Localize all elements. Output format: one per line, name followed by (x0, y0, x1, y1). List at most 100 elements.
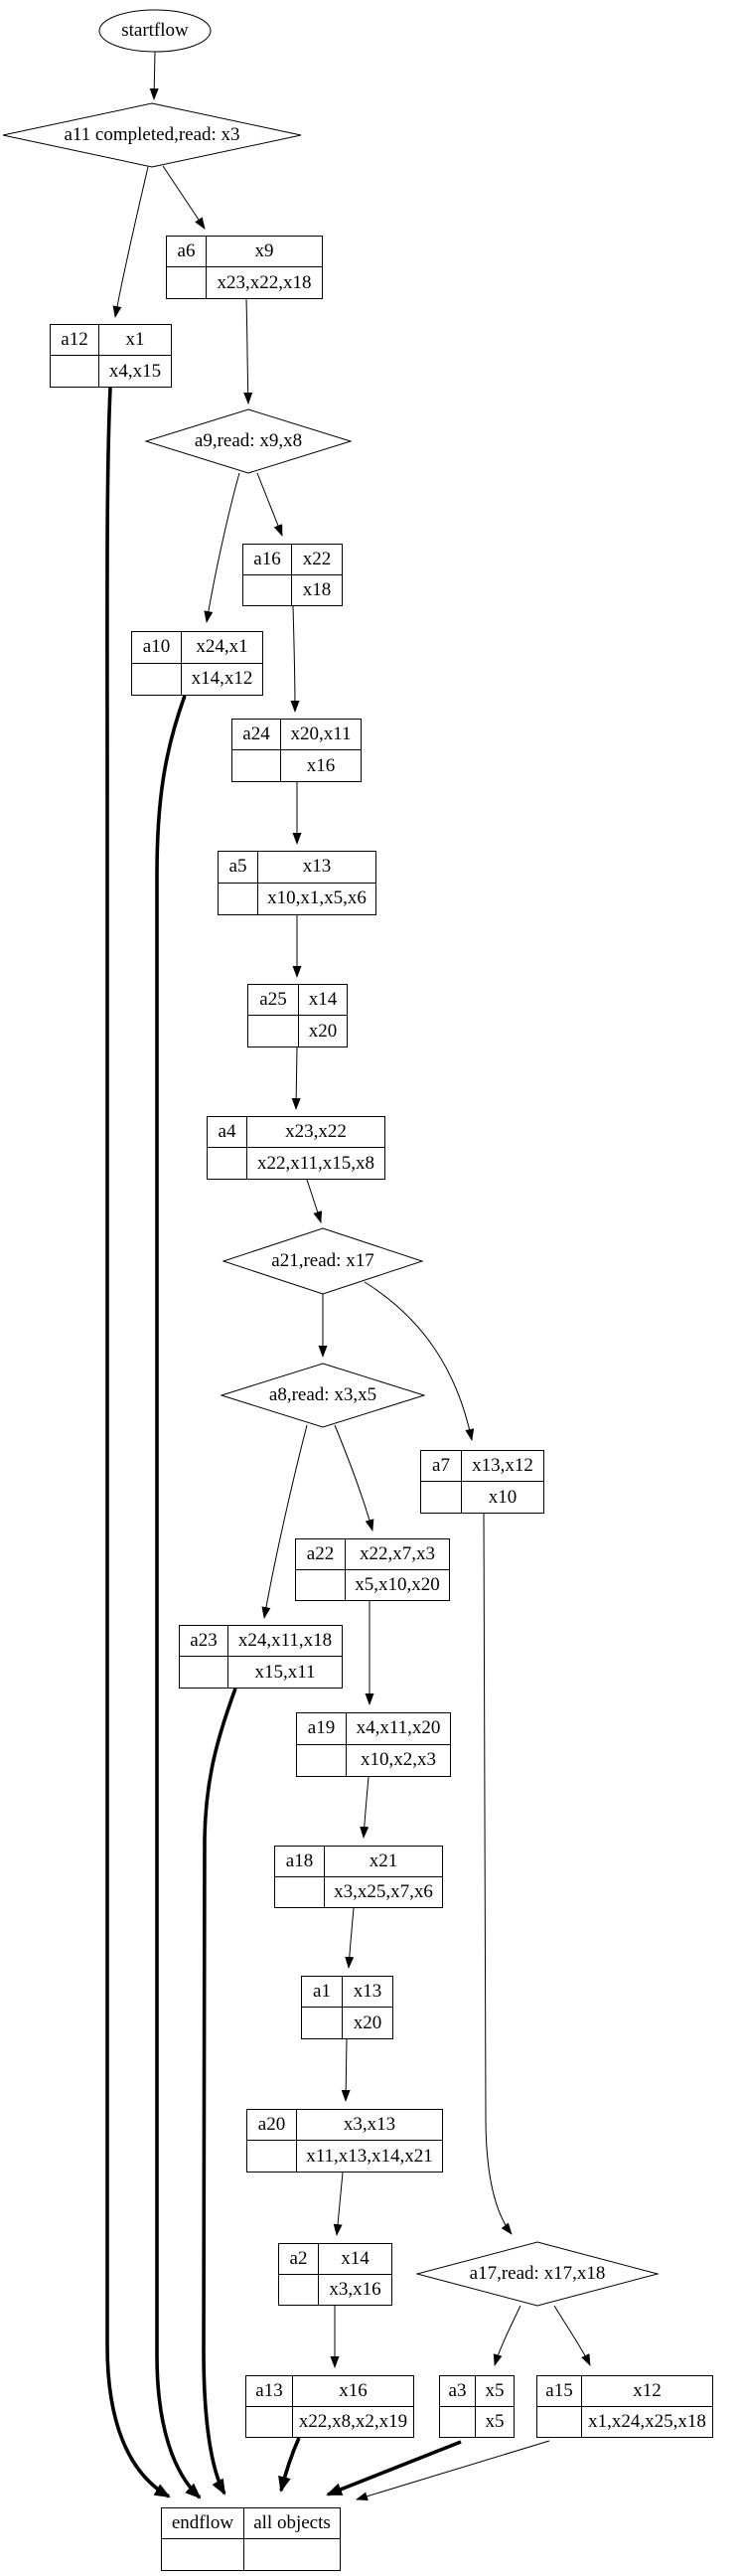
node-id: a22 (296, 1539, 346, 1570)
node-row1: x22 (292, 545, 342, 575)
node-empty-cell (232, 750, 281, 781)
node-row1: x1 (99, 325, 171, 356)
edge-a23-endflow (202, 1688, 237, 2496)
edge-a13-endflow (278, 2437, 301, 2493)
action-node-a20: a20 x3,x13 x11,x13,x14,x21 (246, 2109, 443, 2173)
end-node-id: endflow (162, 2508, 244, 2539)
node-row1: x9 (207, 237, 322, 267)
edge-a7-a17 (483, 1513, 513, 2235)
node-id: a16 (243, 545, 292, 575)
node-id: a20 (247, 2110, 297, 2141)
node-id: a4 (208, 1117, 247, 1148)
edge-a11-a6 (162, 165, 206, 230)
node-row2: x20 (308, 1020, 338, 1042)
end-node: endflow all objects (161, 2507, 341, 2571)
node-row2: x23,x22,x18 (217, 271, 312, 293)
decision-a8-shape (220, 1363, 426, 1428)
edge-a10-endflow (155, 695, 202, 2499)
action-node-a10: a10 x24,x1 x14,x12 (131, 631, 263, 696)
node-id: a12 (51, 325, 99, 356)
edge-a17-a3 (493, 2305, 521, 2366)
node-empty-cell (51, 356, 99, 387)
action-node-a12: a12 x1 x4,x15 (50, 324, 172, 388)
node-row2: x10 (488, 1486, 518, 1508)
node-empty-cell (246, 2406, 293, 2437)
action-node-a1: a1 x13 x20 (301, 1976, 393, 2039)
action-node-a7: a7 x13,x12 x10 (420, 1450, 544, 1514)
node-row2: x15,x11 (254, 1661, 316, 1683)
start-node-label: startflow (121, 20, 189, 41)
edge-a21-a7 (364, 1281, 475, 1441)
node-row1: x23,x22 (247, 1117, 384, 1148)
action-node-a18: a18 x21 x3,x25,x7,x6 (274, 1846, 443, 1908)
node-id: a19 (297, 1713, 347, 1745)
node-row1: x24,x11,x18 (228, 1626, 342, 1657)
node-id: a3 (440, 2376, 476, 2407)
node-empty-cell (180, 1657, 228, 1688)
node-row1: x21 (325, 1847, 442, 1877)
node-row2: x10,x2,x3 (361, 1749, 436, 1771)
edge-a19-a18 (360, 1776, 370, 1839)
edge-a3-endflow (326, 2440, 462, 2496)
decision-a9-label: a9,read: x9,x8 (194, 430, 303, 451)
edge-a1-a20 (341, 2038, 351, 2102)
node-row1: x3,x13 (297, 2110, 442, 2141)
node-row2: x22,x8,x2,x19 (298, 2410, 408, 2432)
node-empty-cell (244, 2539, 340, 2570)
node-row2: x10,x1,x5,x6 (267, 887, 367, 909)
action-node-a3: a3 x5 x5 (439, 2375, 515, 2438)
node-row2: x3,x16 (329, 2278, 381, 2300)
edge-a15-endflow (356, 2440, 550, 2501)
node-empty-cell (302, 2008, 343, 2038)
node-id: a7 (421, 1451, 462, 1482)
edge-a9-a10 (204, 472, 240, 623)
node-row2: x4,x15 (108, 360, 162, 382)
node-empty-cell (247, 2141, 297, 2172)
node-id: a10 (132, 632, 182, 664)
decision-a21-label: a21,read: x17 (271, 1250, 374, 1271)
action-node-a13: a13 x16 x22,x8,x2,x19 (245, 2375, 414, 2438)
node-id: a5 (219, 852, 258, 884)
node-id: a18 (275, 1847, 325, 1877)
node-row1: x12 (582, 2376, 712, 2407)
edge-a18-a1 (345, 1907, 355, 1969)
edge-a25-a4 (291, 1046, 301, 1110)
edge-a6-a9 (243, 298, 253, 404)
node-id: a6 (167, 237, 207, 267)
action-node-a15: a15 x12 x1,x24,x25,x18 (536, 2375, 713, 2438)
node-row1: x14 (319, 2244, 391, 2275)
node-empty-cell (296, 1569, 346, 1600)
edge-a8-a22 (334, 1424, 374, 1531)
edge-a16-a24 (290, 605, 300, 713)
node-id: a25 (248, 985, 299, 1016)
node-empty-cell (167, 267, 207, 298)
action-node-a2: a2 x14 x3,x16 (278, 2243, 392, 2306)
node-id: a24 (232, 720, 281, 750)
node-empty-cell (132, 663, 182, 695)
action-node-a23: a23 x24,x11,x18 x15,x11 (179, 1625, 343, 1689)
decision-a11-shape (2, 102, 302, 168)
action-node-a16: a16 x22 x18 (242, 544, 343, 606)
node-row2: x5,x10,x20 (355, 1573, 440, 1595)
node-empty-cell (219, 883, 258, 914)
node-empty-cell (297, 1744, 347, 1776)
edge-a9-a16 (256, 472, 283, 537)
node-empty-cell (275, 1876, 325, 1907)
edge-a17-a15 (553, 2305, 591, 2366)
node-id: a13 (246, 2376, 293, 2407)
node-row2: x11,x13,x14,x21 (306, 2145, 433, 2167)
node-empty-cell (248, 1016, 299, 1046)
decision-a11-label: a11 completed,read: x3 (64, 124, 240, 145)
node-row2: x20 (353, 2012, 382, 2033)
node-row1: x24,x1 (182, 632, 262, 664)
decision-a8-label: a8,read: x3,x5 (268, 1384, 377, 1405)
action-node-a25: a25 x14 x20 (247, 984, 348, 1047)
action-node-a19: a19 x4,x11,x20 x10,x2,x3 (296, 1712, 451, 1777)
decision-a17-label: a17,read: x17,x18 (469, 2263, 606, 2284)
action-node-a5: a5 x13 x10,x1,x5,x6 (218, 851, 376, 915)
node-row1: x13 (258, 852, 375, 884)
edge-a20-a2 (333, 2172, 344, 2236)
decision-a21-shape (222, 1227, 424, 1295)
action-node-a4: a4 x23,x22 x22,x11,x15,x8 (207, 1116, 385, 1180)
end-node-value: all objects (244, 2508, 340, 2539)
